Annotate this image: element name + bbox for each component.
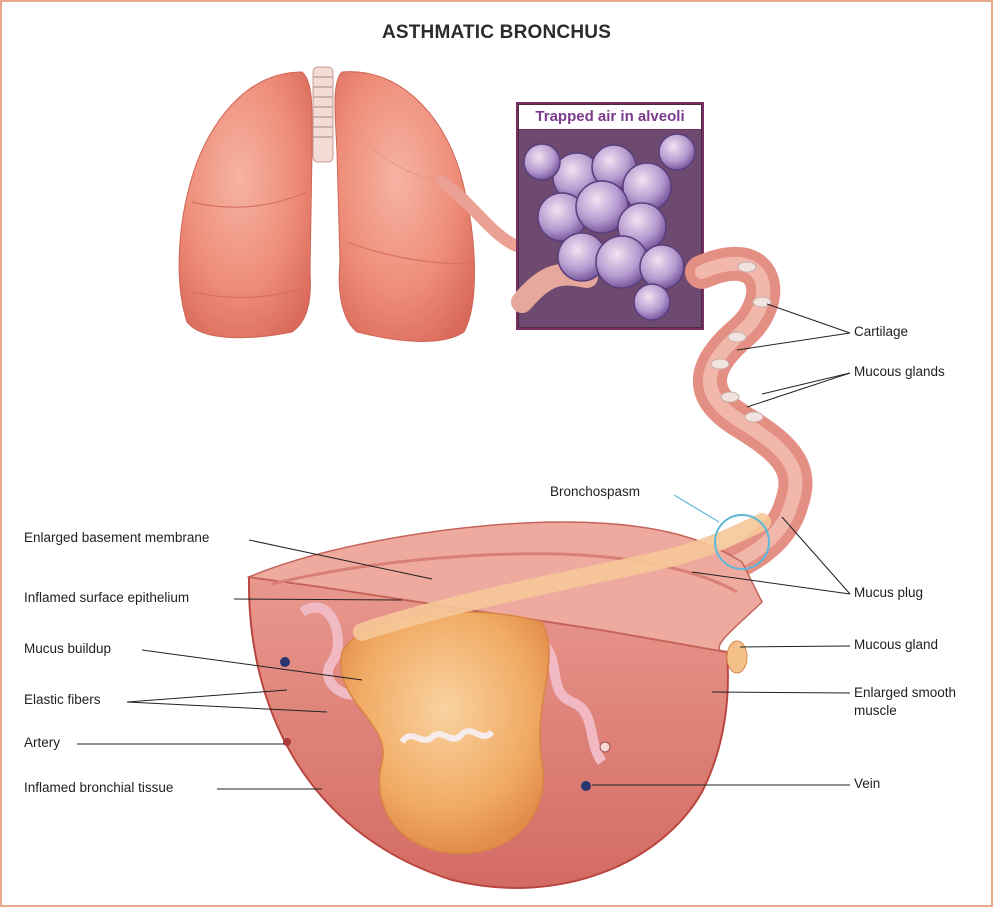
trachea [313, 67, 333, 162]
label-inflamed-surface-epithelium: Inflamed surface epithelium [24, 590, 189, 605]
inset-label: Trapped air in alveoli [519, 105, 701, 130]
vein-dot-right [581, 781, 591, 791]
left-lung [335, 72, 475, 342]
label-vein: Vein [854, 776, 880, 791]
vein-dot-left [280, 657, 290, 667]
label-enlarged-basement-membrane: Enlarged basement membrane [24, 530, 209, 545]
label-mucus-plug: Mucus plug [854, 585, 923, 600]
alveoli-inset [517, 103, 703, 329]
label-mucus-buildup: Mucus buildup [24, 641, 111, 656]
label-inflamed-bronchial-tissue: Inflamed bronchial tissue [24, 780, 173, 795]
figure-title: ASTHMATIC BRONCHUS [2, 22, 991, 44]
label-artery: Artery [24, 735, 60, 750]
label-bronchospasm: Bronchospasm [550, 484, 640, 499]
lungs [179, 67, 519, 341]
label-elastic-fibers: Elastic fibers [24, 692, 101, 707]
label-mucous-glands: Mucous glands [854, 364, 945, 379]
label-enlarged-smooth-muscle: Enlarged smooth muscle [854, 684, 984, 720]
label-mucous-gland: Mucous gland [854, 637, 938, 652]
bronchospasm-leader [674, 495, 719, 522]
label-cartilage: Cartilage [854, 324, 908, 339]
artery-dot [283, 738, 291, 746]
mucous-gland-shape [727, 641, 747, 673]
bronchus-cross-section [249, 522, 762, 888]
